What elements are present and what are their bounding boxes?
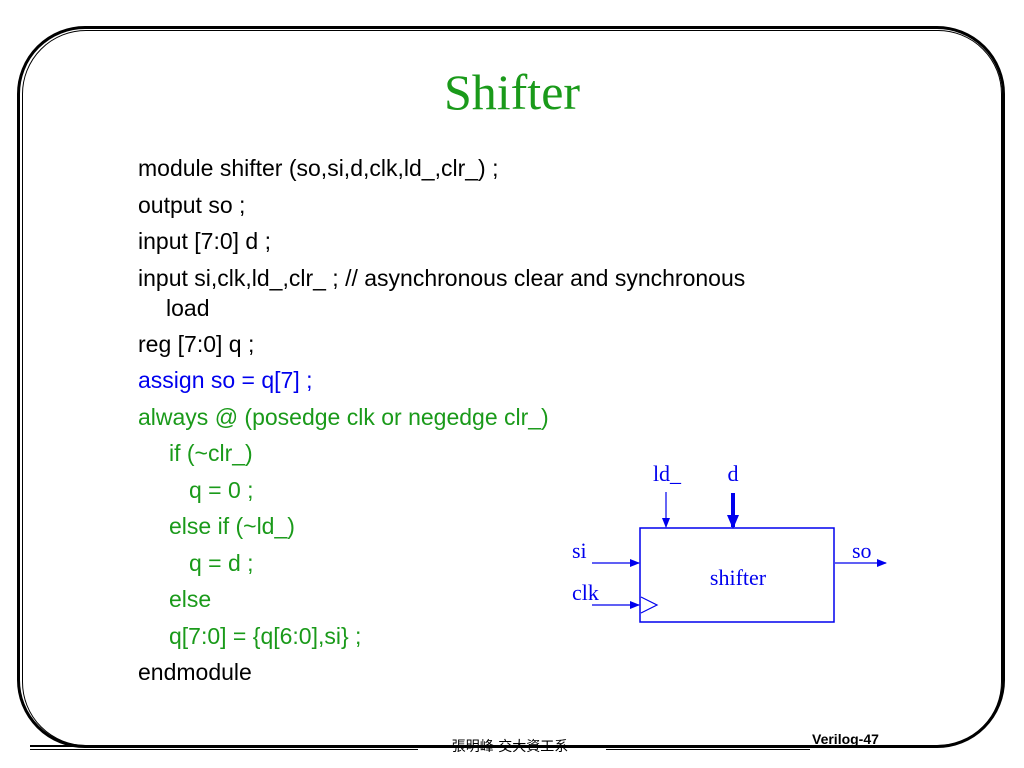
code-line-if-clr: if (~clr_) [169,440,253,466]
input-si-label: si [572,538,587,563]
code-line-input-ports-text: input si,clk,ld_,clr_ ; // asynchronous … [138,264,746,291]
slide-title: Shifter [443,64,581,120]
code-block: module shifter (so,si,d,clk,ld_,clr_) ; … [138,150,928,691]
code-line-q-zero: q = 0 ; [189,476,254,503]
slide-frame-inner [22,30,1002,746]
footer-author: 張明峰 交大資工系 [451,739,569,755]
code-line-module: module shifter (so,si,d,clk,ld_,clr_) ; [138,155,499,181]
code-line-else: else [169,586,212,612]
input-clk-label: clk [572,580,599,605]
footer-rule-right [606,745,810,747]
input-ld-label: ld_ [653,461,682,486]
slide-frame-outer [17,26,1005,748]
code-line-input-d: input [7:0] d ; [138,228,271,254]
shifter-block-label: shifter [710,565,767,590]
code-line-output: output so ; [138,191,246,218]
footer-rule-left-thin [30,749,418,750]
code-line-assign: assign so = q[7] ; [138,367,313,393]
code-line-reg: reg [7:0] q ; [138,330,255,357]
footer-rule-right-thin [606,749,810,750]
footer-page-number: Verilog-47 [812,731,879,747]
code-line-always: always @ (posedge clk or negedge clr_) [138,403,549,430]
code-line-q-d: q = d ; [189,549,254,576]
code-line-input-ports-cont: load [166,294,210,321]
code-line-endmodule: endmodule [138,659,252,685]
input-d-label: d [728,461,739,486]
code-line-else-if-ld: else if (~ld_) [169,513,295,539]
clock-triangle-icon [640,596,659,614]
output-so-label: so [852,538,872,563]
code-line-input-ports: input si,clk,ld_,clr_ ; // asynchronous … [138,260,928,326]
footer-rule-left [30,745,418,747]
code-line-shift: q[7:0] = {q[6:0],si} ; [169,622,362,649]
